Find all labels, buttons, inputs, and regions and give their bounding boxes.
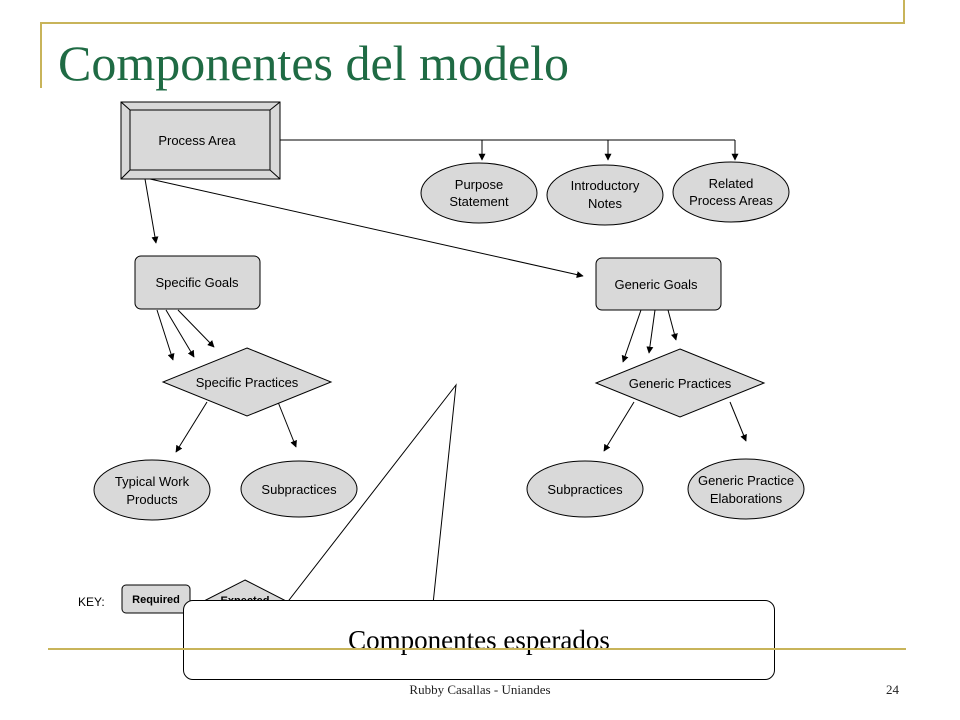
purpose-statement-node: Purpose Statement <box>420 162 538 224</box>
key-label: KEY: <box>78 595 105 609</box>
specific-practices-node: Specific Practices <box>161 347 333 417</box>
left-rule <box>40 22 42 88</box>
related-process-areas-node: Related Process Areas <box>672 161 790 223</box>
introductory-notes-line1: Introductory <box>571 178 640 193</box>
specific-goals-label: Specific Goals <box>155 275 239 290</box>
purpose-statement-line1: Purpose <box>455 177 503 192</box>
bottom-rule <box>48 648 906 650</box>
generic-practice-elaborations-node: Generic Practice Elaborations <box>687 458 805 520</box>
generic-practice-elaborations-line2: Elaborations <box>710 491 783 506</box>
callout-text: Componentes esperados <box>348 624 610 655</box>
purpose-statement-line2: Statement <box>449 194 509 209</box>
introductory-notes-line2: Notes <box>588 196 622 211</box>
process-area-label: Process Area <box>158 133 236 148</box>
subpractices-right-node: Subpractices <box>526 460 644 518</box>
generic-practices-label: Generic Practices <box>629 376 732 391</box>
slide-title: Componentes del modelo <box>58 35 570 91</box>
subpractices-left-node: Subpractices <box>240 460 358 518</box>
footer-author: Rubby Casallas - Uniandes <box>409 682 551 697</box>
specific-practices-label: Specific Practices <box>196 375 299 390</box>
related-process-areas-line2: Process Areas <box>689 193 773 208</box>
related-process-areas-line1: Related <box>709 176 754 191</box>
callout-box: Componentes esperados <box>183 600 775 680</box>
generic-practices-node: Generic Practices <box>594 348 766 418</box>
generic-goals-node: Generic Goals <box>595 257 722 311</box>
top-rule <box>40 22 904 24</box>
connector-lines <box>144 139 747 453</box>
key-required-label: Required <box>132 594 180 606</box>
generic-goals-label: Generic Goals <box>614 277 698 292</box>
right-rule <box>903 0 905 24</box>
page-number: 24 <box>886 682 899 697</box>
typical-work-products-node: Typical Work Products <box>93 459 211 521</box>
introductory-notes-node: Introductory Notes <box>546 164 664 226</box>
typical-work-products-line1: Typical Work <box>115 474 190 489</box>
specific-goals-node: Specific Goals <box>134 255 261 310</box>
subpractices-left-label: Subpractices <box>261 482 337 497</box>
generic-practice-elaborations-line1: Generic Practice <box>698 473 794 488</box>
process-area-box: Process Area <box>120 101 281 180</box>
subpractices-right-label: Subpractices <box>547 482 623 497</box>
typical-work-products-line2: Products <box>126 492 178 507</box>
